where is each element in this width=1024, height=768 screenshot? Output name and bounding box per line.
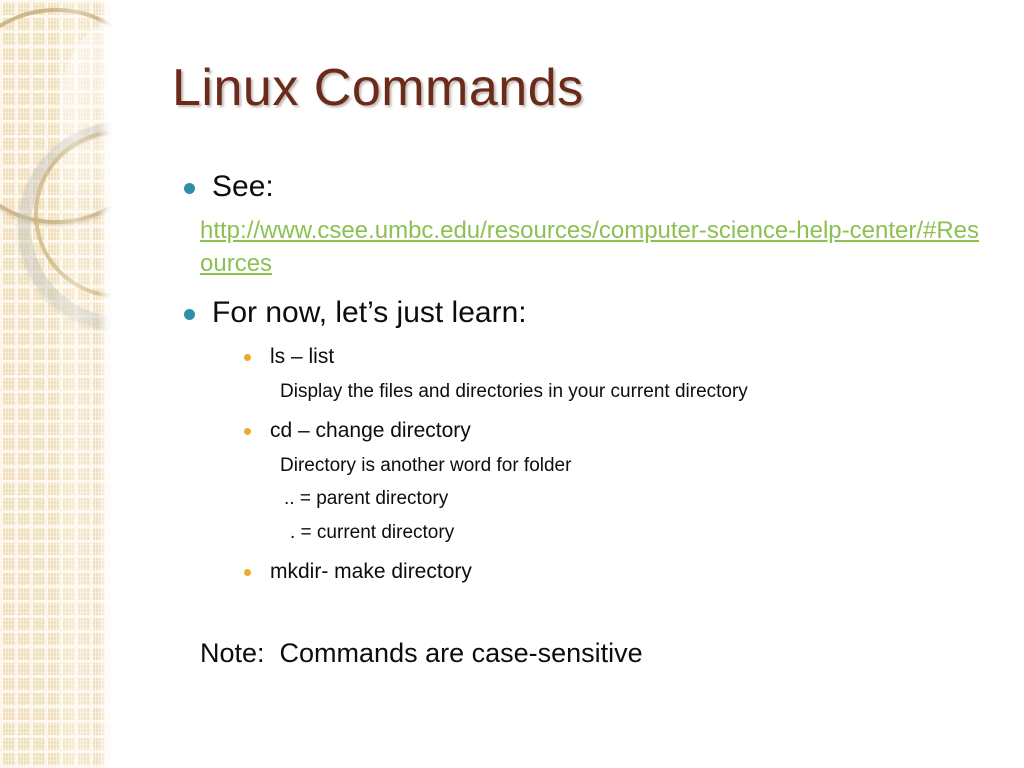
bullet-for-now: For now, let’s just learn: [172, 294, 1002, 332]
command-name: cd – change directory [270, 418, 471, 442]
sub-bullet-dot-icon [244, 427, 251, 435]
command-item-cd: cd – change directory [172, 417, 1002, 445]
slide-body: See: http://www.csee.umbc.edu/resources/… [172, 168, 1002, 669]
bullet-see: See: [172, 168, 1002, 206]
bullet-for-now-label: For now, let’s just learn: [212, 295, 527, 329]
command-item-ls: ls – list [172, 343, 1002, 371]
decorative-band-fade [97, 0, 113, 768]
command-detail: Directory is another word for folder [280, 454, 572, 476]
command-detail: .. = parent directory [284, 488, 449, 510]
decorative-left-band [0, 0, 113, 768]
slide-title: Linux Commands [172, 59, 584, 117]
resources-link[interactable]: http://www.csee.umbc.edu/resources/compu… [200, 216, 980, 277]
bullet-see-label: See: [212, 170, 274, 203]
link-block: http://www.csee.umbc.edu/resources/compu… [172, 214, 990, 280]
bullet-dot-icon [184, 308, 195, 320]
command-item-mkdir: mkdir- make directory [172, 558, 1002, 586]
decorative-light-streak [52, 0, 98, 768]
sub-bullet-dot-icon [244, 568, 251, 576]
note-text: Note: Commands are case-sensitive [200, 637, 643, 668]
command-detail: Display the files and directories in you… [280, 381, 748, 403]
sub-bullet-dot-icon [244, 354, 251, 362]
bullet-dot-icon [184, 183, 195, 194]
command-detail: . = current directory [290, 522, 455, 544]
command-name: ls – list [270, 345, 335, 369]
command-name: mkdir- make directory [270, 559, 472, 583]
